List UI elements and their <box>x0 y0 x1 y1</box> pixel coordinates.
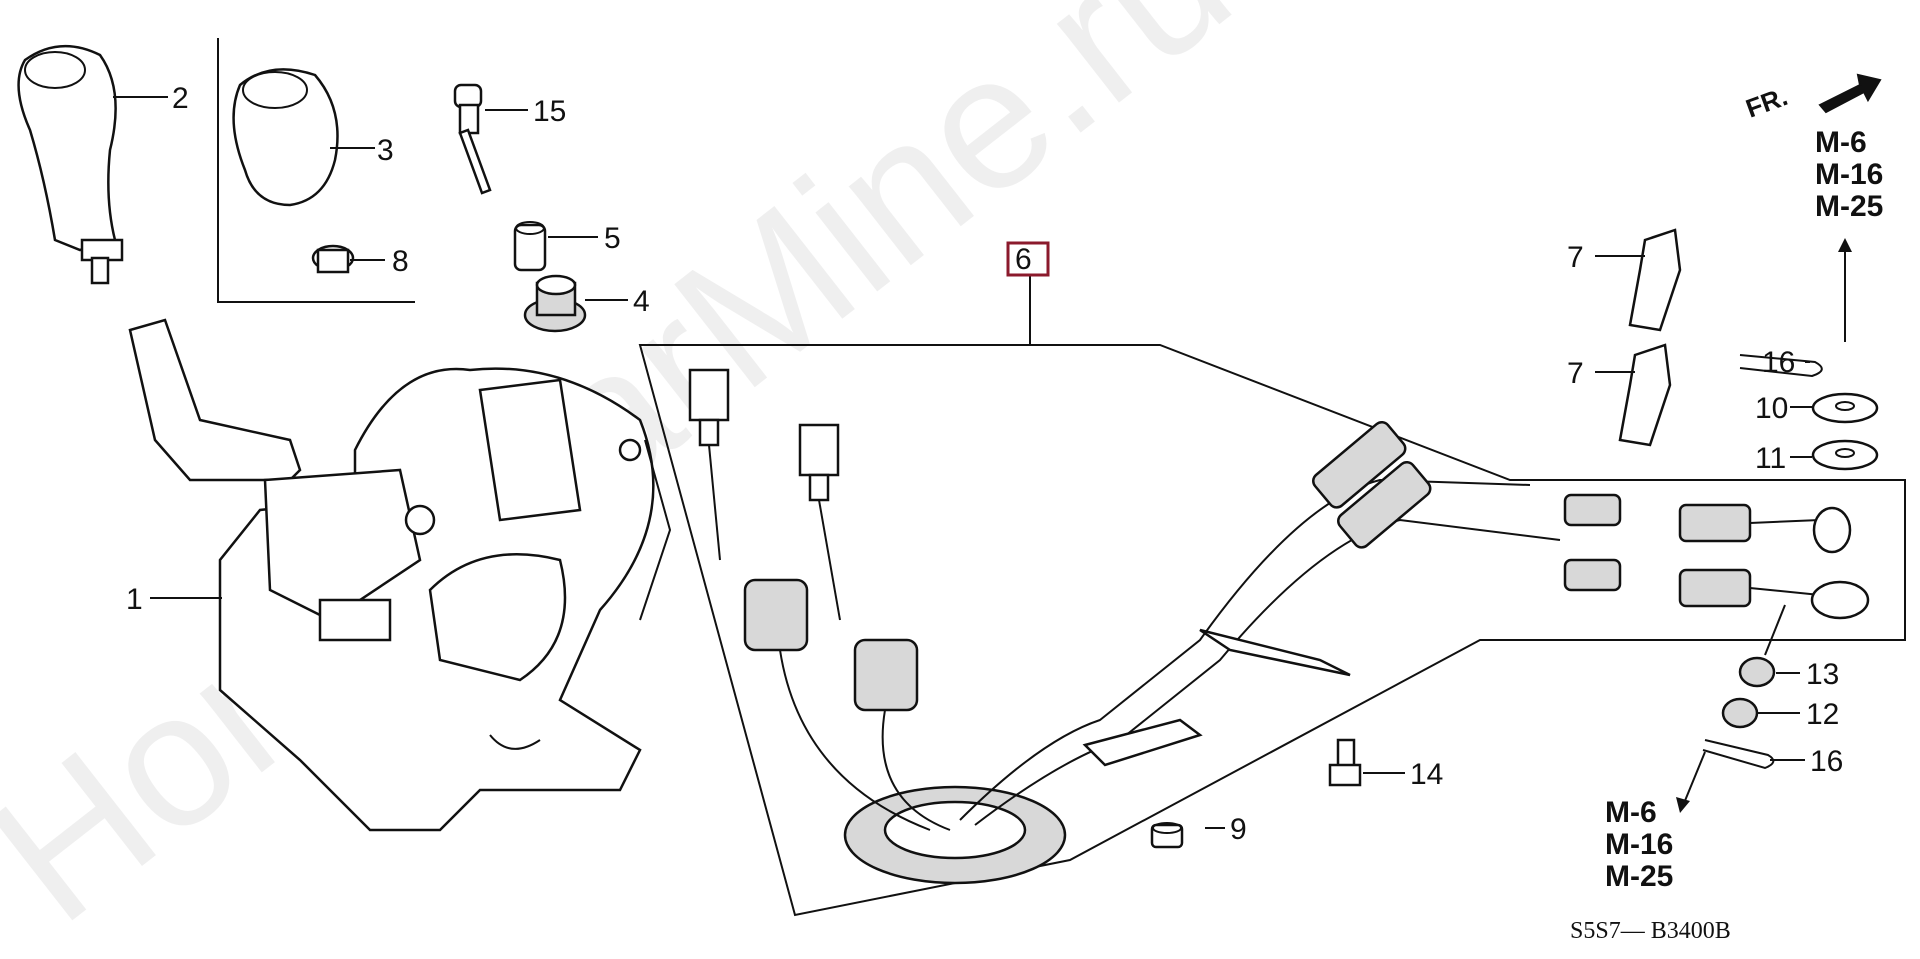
callout-3: 3 <box>377 134 394 167</box>
ref-lower-2: M-16 <box>1605 828 1673 861</box>
washer-part-11 <box>1811 439 1879 471</box>
leader-lines <box>113 73 1882 829</box>
callout-9: 9 <box>1230 813 1247 846</box>
cable-assembly-part-6 <box>688 368 1870 885</box>
ref-lower-3: M-25 <box>1605 860 1673 893</box>
callout-7-lower: 7 <box>1567 357 1584 390</box>
callout-15: 15 <box>533 95 566 128</box>
ref-lower-1: M-6 <box>1605 796 1657 829</box>
callout-11: 11 <box>1755 442 1786 475</box>
bolt-part-14 <box>1328 738 1362 787</box>
callout-2: 2 <box>172 82 189 115</box>
callout-4: 4 <box>633 285 650 318</box>
kit-bracket-line <box>217 38 415 303</box>
front-direction-label: FR. <box>1742 81 1792 124</box>
callout-10: 10 <box>1755 392 1788 425</box>
bushing-part-4 <box>523 274 587 333</box>
clip-part-7-lower <box>1618 343 1672 447</box>
bolt-part-15 <box>453 83 492 195</box>
callout-1: 1 <box>126 583 143 616</box>
callout-14: 14 <box>1410 758 1443 791</box>
callout-6: 6 <box>1015 243 1032 276</box>
ref-upper-1: M-6 <box>1815 126 1867 159</box>
callout-5: 5 <box>604 222 621 255</box>
bushing-part-13 <box>1738 656 1776 688</box>
bushing-part-12 <box>1721 697 1759 729</box>
diagram-code: S5S7— B3400B <box>1570 918 1731 944</box>
callout-13: 13 <box>1806 658 1839 691</box>
washer-part-10 <box>1811 392 1879 424</box>
callout-16-lower: 16 <box>1810 745 1843 778</box>
cotter-pin-part-16-upper <box>1739 354 1823 378</box>
ref-upper-3: M-25 <box>1815 190 1883 223</box>
clip-part-7-upper <box>1628 228 1682 332</box>
cable-assembly-box <box>638 344 1906 917</box>
highlight-box-part-6 <box>1006 241 1050 277</box>
callout-12: 12 <box>1806 698 1839 731</box>
shift-lever-housing-part-1 <box>128 318 672 832</box>
shift-knob-part-3 <box>232 68 339 207</box>
nut-part-8 <box>311 244 355 274</box>
collar-part-5 <box>513 221 547 272</box>
shift-knob-part-2 <box>17 44 124 285</box>
nut-part-9 <box>1150 822 1184 849</box>
callout-7-upper: 7 <box>1567 241 1584 274</box>
callout-16-upper: 16 <box>1762 346 1795 379</box>
cotter-pin-part-16-lower <box>1702 739 1775 770</box>
ref-upper-2: M-16 <box>1815 158 1883 191</box>
callout-8: 8 <box>392 245 409 278</box>
